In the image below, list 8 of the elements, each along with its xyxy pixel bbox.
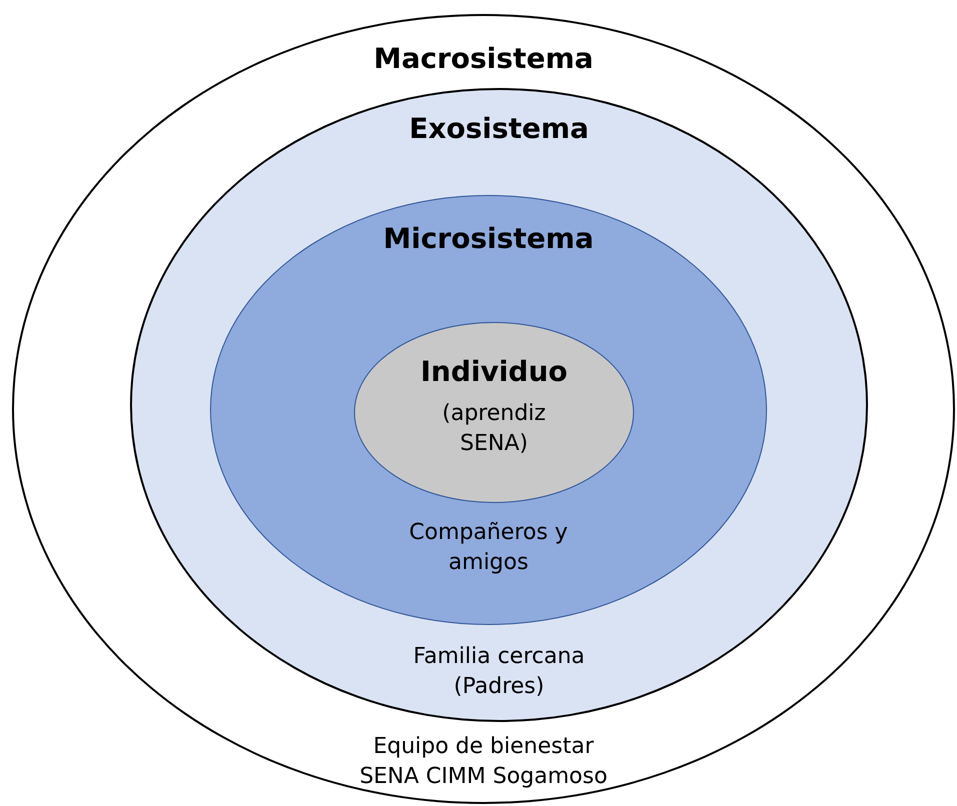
layer-description: Familia cercana (Padres): [412, 643, 586, 701]
layer-title: Exosistema: [408, 111, 590, 147]
layer-description: Compañeros y amigos: [408, 519, 568, 577]
layer-description: (aprendiz SENA): [441, 400, 547, 458]
layer-description: Equipo de bienestar SENA CIMM Sogamoso: [358, 733, 608, 791]
layer-title: Individuo: [419, 354, 569, 390]
layer-title: Macrosistema: [372, 41, 594, 77]
layer-title: Microsistema: [382, 221, 595, 257]
